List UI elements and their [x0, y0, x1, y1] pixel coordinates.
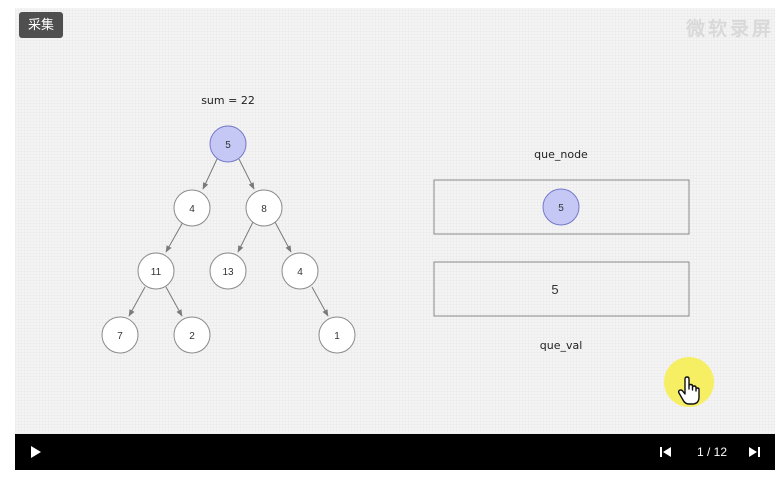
- tree-node-label-4: 13: [222, 267, 234, 278]
- que-val-label: que_val: [540, 339, 583, 352]
- que-node-box: [433, 179, 690, 235]
- sum-label: sum = 22: [201, 94, 255, 107]
- watermark: 微软录屏: [685, 19, 774, 40]
- edge-4-11: [165, 221, 184, 253]
- que-val-item: 5: [551, 282, 558, 297]
- tree-node-8: [318, 316, 356, 354]
- que-node-item-label: 5: [558, 203, 564, 214]
- tree-node-label-2: 8: [261, 204, 267, 215]
- edge-4-1: [311, 286, 329, 317]
- tree-node-label-0: 5: [225, 140, 231, 151]
- tree-node-7: [173, 316, 211, 354]
- que-node-item: [542, 188, 580, 226]
- tree-node-6: [101, 316, 139, 354]
- edge-11-2: [165, 286, 183, 317]
- que-val-box: [433, 261, 690, 317]
- skip-next-icon[interactable]: [747, 445, 761, 459]
- tree-node-label-8: 1: [334, 331, 340, 342]
- tree-node-5: [281, 252, 319, 290]
- tree-node-label-3: 11: [151, 267, 162, 278]
- hand-pointer-icon: [677, 376, 700, 405]
- tree-node-label-5: 4: [297, 267, 303, 278]
- capture-badge[interactable]: 采集: [19, 12, 63, 38]
- tree-node-1: [173, 189, 211, 227]
- edge-8-4: [274, 221, 292, 253]
- que-node-label: que_node: [534, 148, 588, 161]
- tree-node-0: [209, 125, 247, 163]
- edge-11-7: [128, 286, 146, 317]
- skip-previous-icon[interactable]: [659, 445, 673, 459]
- tree-node-label-7: 2: [189, 331, 195, 342]
- tree-node-label-6: 7: [117, 331, 123, 342]
- tree-edges: [128, 158, 329, 317]
- player-controls: 1 / 12: [15, 434, 775, 470]
- tree-nodes: 5 4 8 11 13 4 7 2 1: [101, 125, 356, 354]
- edge-5-8: [238, 158, 255, 190]
- tree-node-2: [245, 189, 283, 227]
- slide-canvas: [15, 8, 775, 434]
- page-indicator: 1 / 12: [696, 445, 728, 459]
- tree-node-3: [137, 252, 175, 290]
- tree-node-4: [209, 252, 247, 290]
- play-icon[interactable]: [29, 445, 43, 459]
- tree-diagram: sum = 22 5 4 8 11 13 4 7 2 1 que_node 5 5 que_va…: [101, 94, 690, 354]
- edge-8-13: [237, 221, 254, 253]
- edge-5-4: [202, 158, 218, 190]
- tree-node-label-1: 4: [189, 204, 195, 215]
